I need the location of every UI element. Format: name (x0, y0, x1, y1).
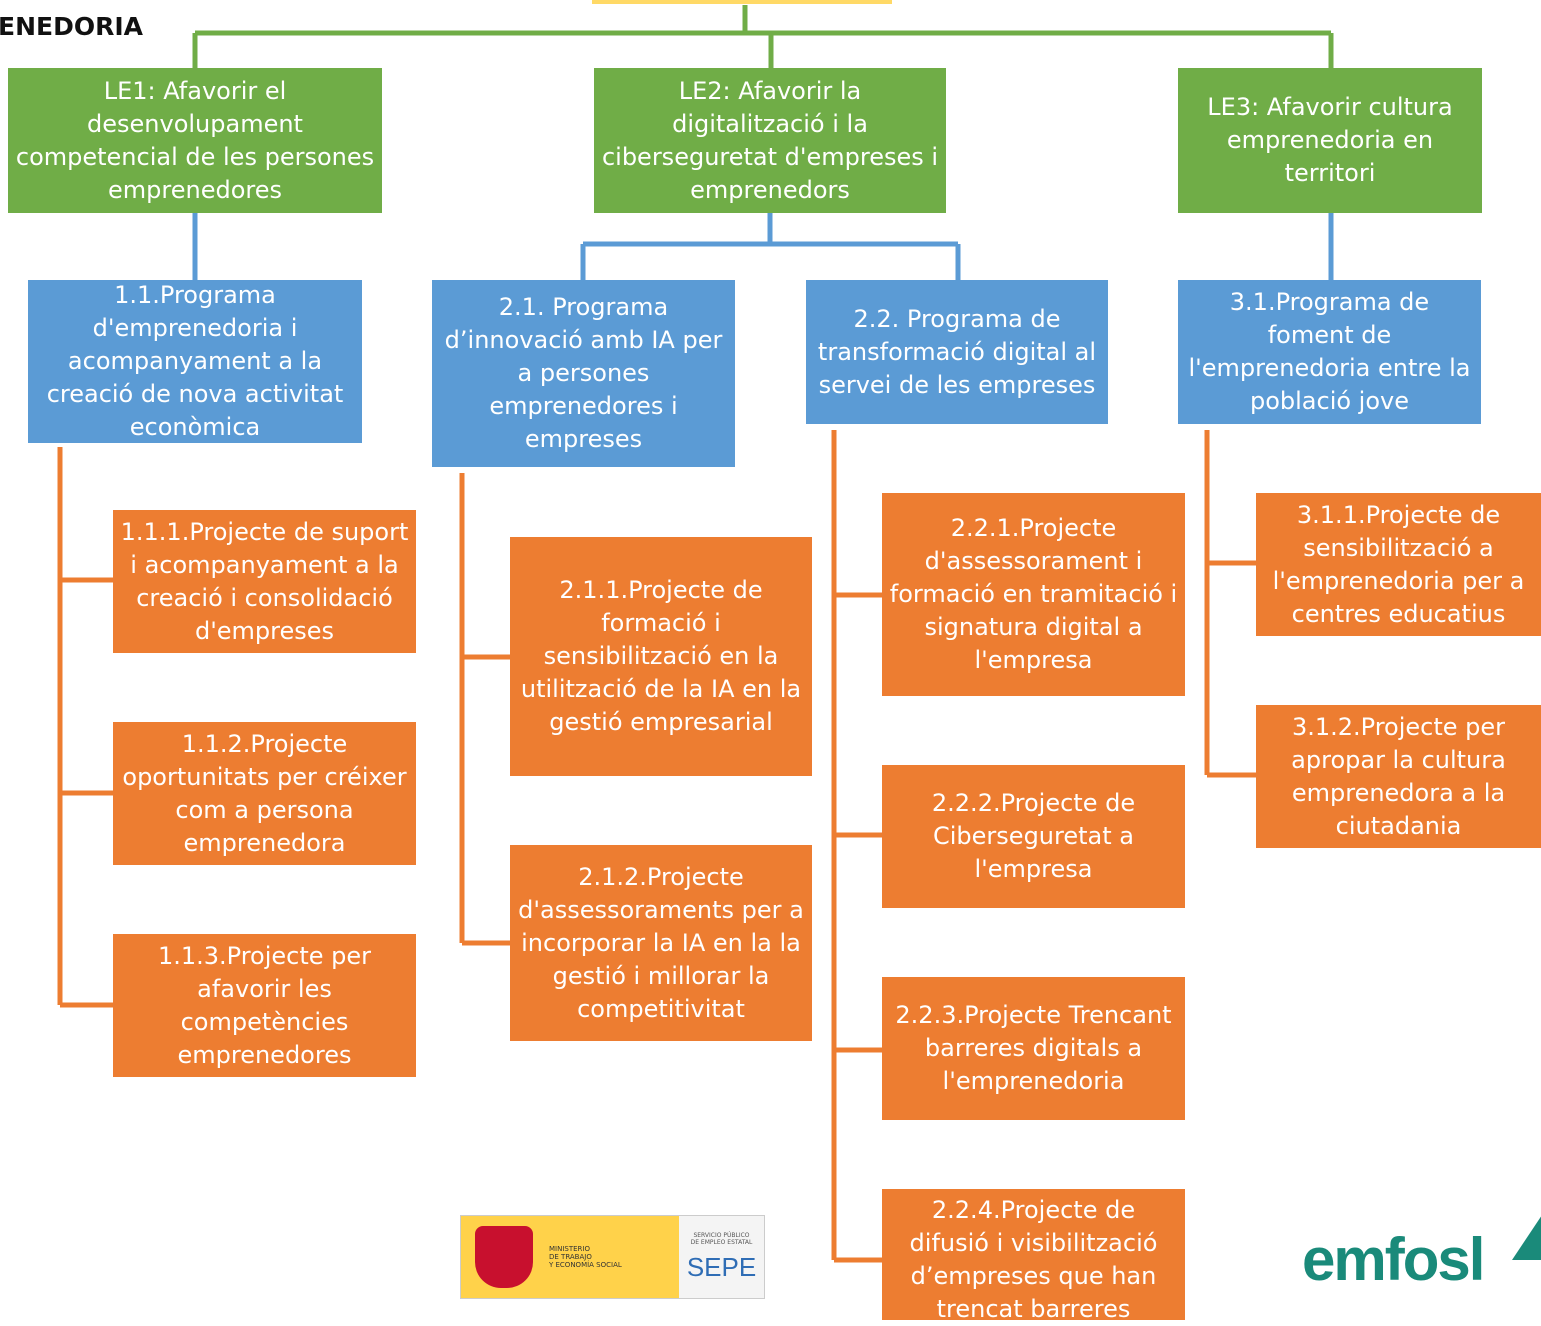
root-box-edge (592, 0, 892, 4)
coat-of-arms-icon (475, 1226, 533, 1288)
program-box-1-1: 1.1.Programa d'emprenedoria i acompanyam… (28, 280, 362, 443)
project-box-2-2-2: 2.2.2.Projecte de Ciberseguretat a l'emp… (882, 765, 1185, 908)
sepe-logo: SERVICIO PÚBLICO DE EMPLEO ESTATAL SEPE (679, 1216, 764, 1298)
program-box-3-1: 3.1.Programa de foment de l'emprenedoria… (1178, 280, 1481, 424)
project-box-2-1-2: 2.1.2.Projecte d'assessoraments per a in… (510, 845, 812, 1041)
line-box-le2: LE2: Afavorir la digitalització i la cib… (594, 68, 946, 213)
project-box-2-1-1: 2.1.1.Projecte de formació i sensibilitz… (510, 537, 812, 776)
page-title: ENEDORIA (0, 12, 143, 41)
project-box-2-2-1: 2.2.1.Projecte d'assessorament i formaci… (882, 493, 1185, 696)
ministerio-logo: MINISTERIO DE TRABAJO Y ECONOMÍA SOCIAL (461, 1216, 679, 1298)
project-box-2-2-4: 2.2.4.Projecte de difusió i visibilitzac… (882, 1189, 1185, 1323)
sepe-subtitle: SERVICIO PÚBLICO DE EMPLEO ESTATAL (690, 1231, 753, 1246)
project-box-1-1-2: 1.1.2.Projecte oportunitats per créixer … (113, 722, 416, 865)
project-box-2-2-3: 2.2.3.Projecte Trencant barreres digital… (882, 977, 1185, 1120)
project-box-3-1-2: 3.1.2.Projecte per apropar la cultura em… (1256, 705, 1541, 848)
emfosl-wordmark: emfosl (1302, 1226, 1485, 1293)
line-box-le3: LE3: Afavorir cultura emprenedoria en te… (1178, 68, 1482, 213)
emfosl-logo: emfosl (1302, 1215, 1541, 1295)
emfosl-mark-icon (1512, 1215, 1541, 1260)
program-box-2-1: 2.1. Programa d’innovació amb IA per a p… (432, 280, 735, 467)
ministerio-text: MINISTERIO DE TRABAJO Y ECONOMÍA SOCIAL (549, 1245, 622, 1269)
line-box-le1: LE1: Afavorir el desenvolupament compete… (8, 68, 382, 213)
program-box-2-2: 2.2. Programa de transformació digital a… (806, 280, 1108, 424)
project-box-3-1-1: 3.1.1.Projecte de sensibilització a l'em… (1256, 493, 1541, 636)
ministerio-sepe-logo: MINISTERIO DE TRABAJO Y ECONOMÍA SOCIAL … (460, 1215, 765, 1299)
sepe-wordmark: SEPE (686, 1251, 757, 1282)
project-box-1-1-1: 1.1.1.Projecte de suport i acompanyament… (113, 510, 416, 653)
project-box-1-1-3: 1.1.3.Projecte per afavorir les competèn… (113, 934, 416, 1077)
